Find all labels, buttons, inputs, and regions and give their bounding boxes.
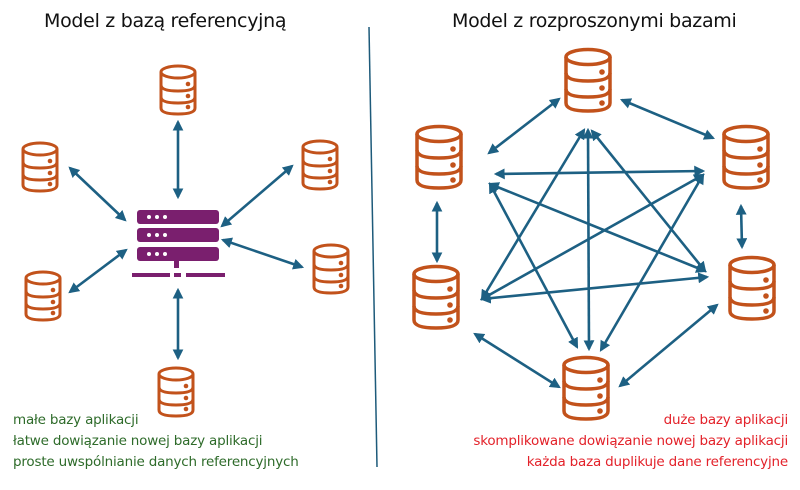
- left-panel-title: Model z bazą referencyjną: [44, 10, 287, 32]
- left-diagram: [21, 64, 350, 418]
- connection-arrow: [618, 303, 719, 388]
- connection-arrow: [487, 97, 561, 155]
- database-icon: [159, 64, 197, 116]
- connection-arrow: [68, 248, 128, 294]
- pros-item: proste uwspólnianie danych referencyjnyc…: [13, 454, 299, 470]
- right-diagram: [412, 47, 776, 421]
- connection-arrow: [68, 166, 127, 222]
- database-icon: [722, 124, 770, 190]
- cons-list: duże bazy aplikacji skomplikowane dowiąz…: [473, 410, 788, 473]
- database-icon: [728, 255, 776, 321]
- connection-arrow: [473, 332, 561, 389]
- server-icon: [132, 210, 225, 277]
- database-icon: [301, 139, 339, 191]
- connection-arrow: [735, 203, 748, 250]
- database-icon: [24, 270, 62, 322]
- panel-divider: [368, 26, 378, 468]
- database-icon: [21, 141, 59, 193]
- pros-list: małe bazy aplikacji łatwe dowiązanie now…: [13, 410, 299, 473]
- connection-arrow: [493, 165, 706, 180]
- cons-item: skomplikowane dowiązanie nowej bazy apli…: [473, 433, 788, 449]
- database-icon: [157, 366, 195, 418]
- pros-item: małe bazy aplikacji: [13, 412, 139, 428]
- connection-arrow: [220, 237, 305, 270]
- connection-arrow: [220, 164, 294, 228]
- cons-item: każda baza duplikuje dane referencyjne: [526, 454, 788, 470]
- connection-arrow: [619, 98, 716, 140]
- pros-item: łatwe dowiązanie nowej bazy aplikacji: [13, 433, 263, 449]
- right-panel-title: Model z rozproszonymi bazami: [452, 10, 737, 32]
- database-icon: [564, 47, 612, 113]
- database-icon: [412, 264, 460, 330]
- database-icon: [312, 243, 350, 295]
- database-icon: [415, 124, 463, 190]
- connection-arrow: [480, 173, 705, 301]
- cons-item: duże bazy aplikacji: [663, 412, 789, 428]
- connection-arrow: [599, 173, 705, 352]
